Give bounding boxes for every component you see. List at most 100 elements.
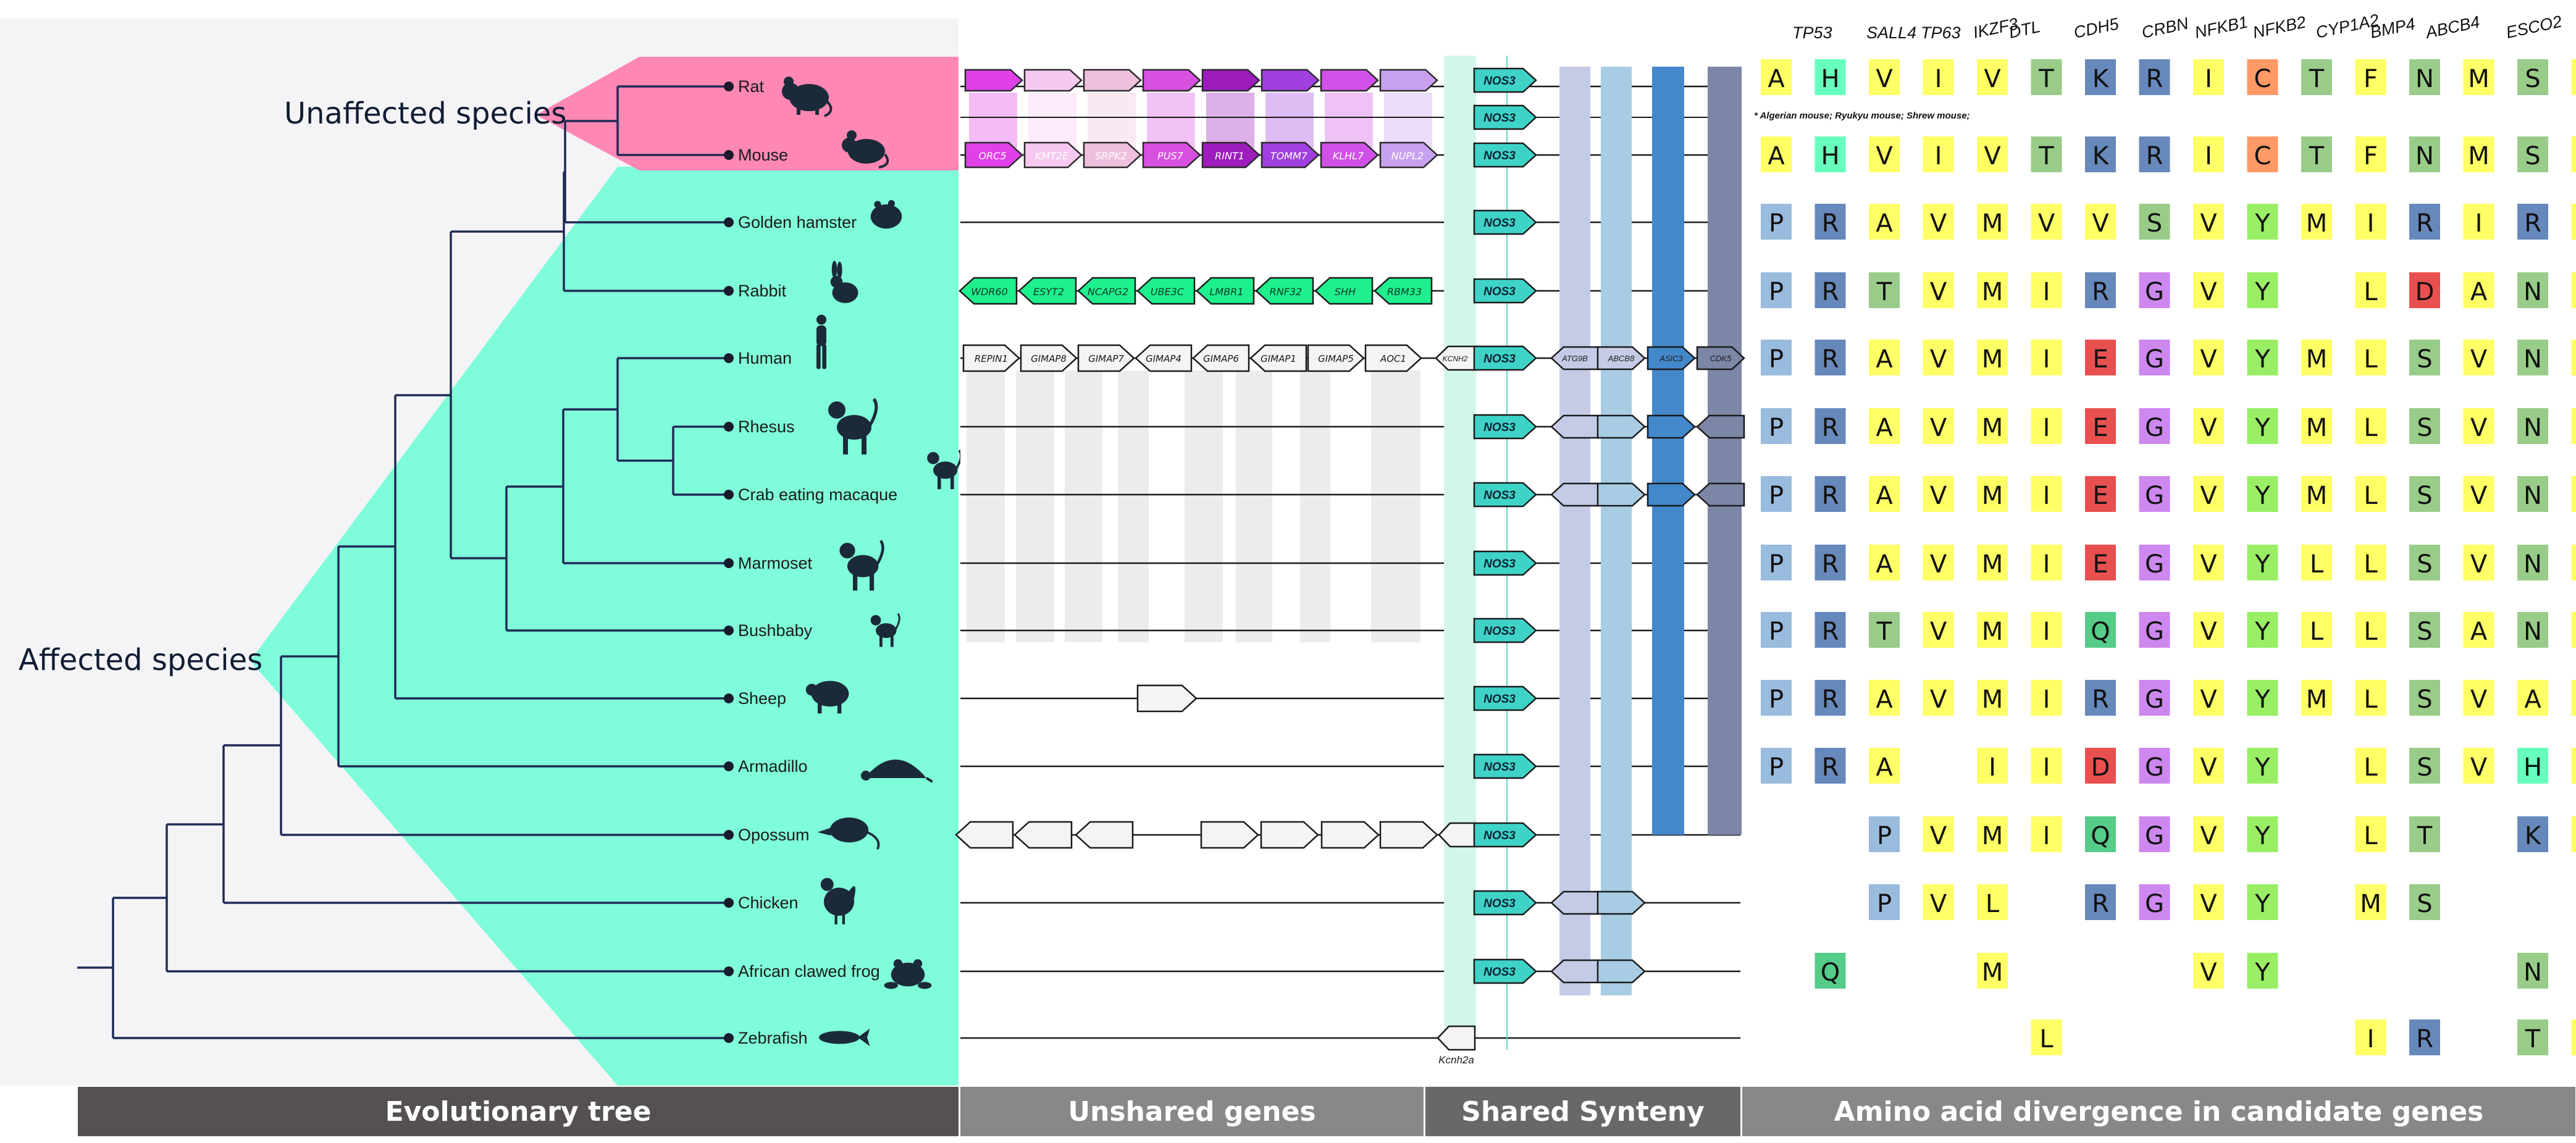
gene-label: NOS3 — [1483, 558, 1516, 571]
amino-acid-cell — [2571, 408, 2576, 444]
gene-arrow — [1550, 959, 1600, 984]
amino-acid-letter: T — [2309, 142, 2325, 170]
amino-acid-cell — [2139, 680, 2170, 716]
amino-acid-letter: R — [2416, 1025, 2433, 1053]
amino-acid-cell — [2571, 1019, 2576, 1055]
amino-acid-letter: Q — [2091, 618, 2110, 646]
amino-acid-letter: A — [1768, 142, 1785, 170]
amino-acid-cell — [2085, 612, 2116, 648]
amino-acid-letter: I — [1935, 65, 1942, 93]
amino-acid-letter: I — [2205, 142, 2212, 170]
gene-label: NOS3 — [1483, 966, 1516, 979]
amino-acid-letter: V — [2200, 618, 2217, 646]
amino-acid-cell — [2517, 953, 2548, 989]
gene-arrow — [1136, 684, 1198, 713]
candidate-gene-header: CRBN — [2140, 14, 2191, 42]
amino-acid-cell — [2031, 340, 2062, 375]
gene-label: WDR60 — [971, 286, 1008, 298]
amino-acid-cell — [1869, 545, 1900, 580]
amino-acid-cell — [2085, 816, 2116, 852]
amino-acid-letter: S — [2417, 685, 2432, 714]
gene-label: NOS3 — [1483, 149, 1516, 162]
amino-acid-letter: H — [1821, 142, 1839, 170]
gene-arrow — [962, 344, 1020, 372]
amino-acid-cell — [2355, 340, 2386, 375]
amino-acid-cell — [2247, 953, 2278, 989]
amino-acid-cell — [2409, 340, 2440, 375]
amino-acid-letter: L — [2364, 685, 2378, 714]
gene-arrow — [1314, 277, 1374, 305]
amino-acid-letter: V — [2200, 753, 2217, 782]
amino-acid-letter: K — [2092, 65, 2110, 93]
amino-acid-cell — [2409, 59, 2440, 95]
amino-acid-letter: V — [1930, 822, 1947, 850]
gene-arrow — [1013, 821, 1073, 849]
amino-acid-cell — [2409, 204, 2440, 240]
amino-acid-letter: R — [1822, 278, 1839, 306]
amino-acid-cell — [2085, 476, 2116, 512]
amino-acid-cell — [2571, 612, 2576, 648]
amino-acid-letter: Y — [2254, 685, 2270, 714]
gene-arrow — [964, 141, 1023, 169]
amino-acid-letter: L — [2310, 618, 2324, 646]
amino-acid-cell — [1761, 272, 1792, 308]
amino-acid-letter: I — [2367, 1025, 2375, 1053]
gene-label: REPIN1 — [975, 353, 1008, 364]
candidate-gene-header: ABCB4 — [2423, 12, 2482, 42]
gene-arrow — [1077, 277, 1136, 305]
amino-acid-letter: A — [1876, 209, 1893, 238]
amino-acid-letter: M — [2468, 142, 2490, 170]
amino-acid-letter: V — [1930, 209, 1947, 238]
amino-acid-cell — [2409, 1019, 2440, 1055]
gene-arrow — [1647, 346, 1696, 371]
amino-acid-letter: M — [2306, 482, 2328, 510]
amino-acid-cell — [2193, 59, 2224, 95]
amino-acid-letter: T — [2038, 65, 2054, 93]
amino-acid-cell — [1977, 476, 2008, 512]
gene-label: KCNH2 — [1443, 354, 1468, 363]
amino-acid-letter: T — [2525, 1025, 2541, 1053]
amino-acid-letter: F — [2364, 142, 2378, 170]
amino-acid-letter: G — [2145, 618, 2164, 646]
nos3-arrow — [1473, 142, 1537, 168]
amino-acid-letter: V — [2200, 345, 2217, 374]
amino-acid-cell — [2085, 59, 2116, 95]
amino-acid-cell — [2301, 59, 2332, 95]
gene-arrow — [1201, 69, 1261, 92]
amino-acid-letter: F — [2364, 65, 2378, 93]
amino-acid-cell — [2031, 476, 2062, 512]
gene-arrow — [1364, 344, 1422, 372]
amino-acid-letter: I — [2043, 753, 2050, 782]
amino-acid-letter: S — [2417, 345, 2432, 374]
amino-acid-letter: R — [2524, 209, 2541, 238]
amino-acid-cell — [2193, 136, 2224, 172]
nos3-arrow — [1473, 753, 1537, 779]
amino-acid-letter: A — [2524, 685, 2541, 714]
gene-arrow — [959, 277, 1018, 305]
amino-acid-letter: V — [2200, 958, 2217, 987]
amino-acid-cell — [1977, 953, 2008, 989]
amino-acid-cell — [2463, 136, 2494, 172]
gene-arrow — [1200, 821, 1259, 849]
amino-acid-letter: P — [1769, 550, 1784, 579]
amino-acid-cell — [1815, 612, 1846, 648]
amino-acid-letter: L — [2310, 550, 2324, 579]
amino-acid-letter: R — [1822, 550, 1839, 579]
footer-shared-synteny: Shared Synteny — [1425, 1087, 1740, 1136]
gene-arrow — [1696, 414, 1745, 439]
amino-acid-letter: R — [1822, 753, 1839, 782]
amino-acid-letter: I — [2475, 209, 2483, 238]
amino-acid-cell — [2517, 612, 2548, 648]
gene-arrow — [1320, 821, 1380, 849]
gene-homology-band — [1325, 93, 1373, 148]
amino-acid-letter: E — [2092, 345, 2108, 374]
amino-acid-cell — [1761, 612, 1792, 648]
amino-acid-cell — [2463, 748, 2494, 784]
amino-acid-cell — [2463, 272, 2494, 308]
nos3-arrow — [1473, 414, 1537, 440]
amino-acid-letter: H — [1821, 65, 1839, 93]
species-label: Rat — [738, 77, 765, 96]
amino-acid-letter: V — [2470, 482, 2488, 510]
tip-dot — [724, 558, 734, 568]
tip-dot — [724, 286, 734, 296]
